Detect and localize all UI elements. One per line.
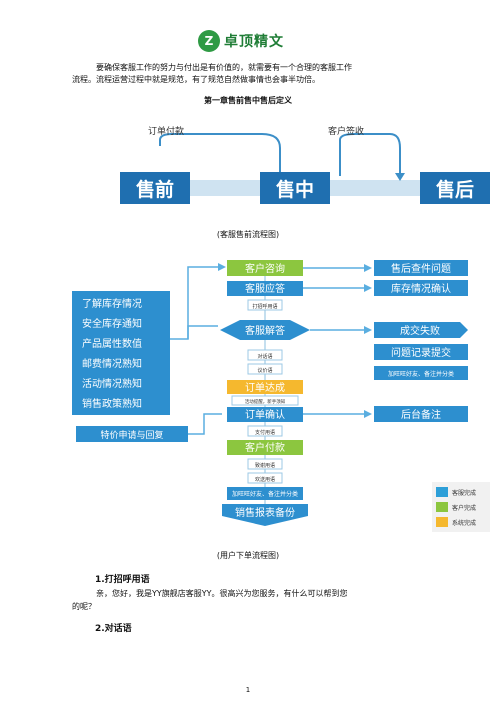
legend-label-system: 系统完成 [452,519,476,527]
step-order-confirm [227,407,303,422]
section-1-line-1: 亲，您好，我是YY旗舰店客服YY。很高兴为您服务，有什么可以帮到您 [96,589,348,598]
left-item-1: 了解库存情况 [82,297,142,310]
right-add-wangwang [374,366,468,380]
intro-line-2: 流程。流程运营过程中就是规范，有了规范自然做事情也会事半功倍。 [72,75,320,84]
tag-bargain-label: 议价语 [257,367,272,374]
tag-farewell [247,472,283,484]
phase-presale [120,172,190,204]
tag-promo-label: 活动提醒，新手须知 [245,398,286,405]
left-item-6: 销售政策熟知 [82,397,142,410]
phase-aftersale-label: 售后 [435,178,474,201]
step-service-solve [220,320,310,340]
step-order-promo-label: 订单达成 [245,382,285,394]
step-order-confirm-label: 订单确认 [245,408,285,421]
phase-insale [260,172,330,204]
right-backend-note-label: 后台备注 [401,408,441,421]
phase-diagram-caption: (客服售前流程图) [216,230,280,239]
section-1-title: 1.打招呼用语 [95,575,150,585]
right-aftersale-query [374,260,468,276]
step-service-solve-label: 客服解答 [245,324,285,337]
left-item-4: 邮费情况熟知 [82,357,142,370]
step-customer-consult-label: 客户咨询 [245,262,285,275]
right-stock-confirm-label: 库存情况确认 [391,282,451,295]
special-request-box [76,426,188,442]
right-issue-record-label: 问题记录提交 [391,346,451,359]
tag-bargain [247,363,283,375]
legend-swatch-service [436,487,448,497]
milestone-customer-signed: 客户签收 [328,125,364,137]
step-service-reply-label: 客服应答 [245,282,285,295]
right-deal-failed-label: 成交失败 [400,324,440,337]
phase-presale-label: 售前 [135,178,174,201]
section-2-title: 2.对话语 [95,624,132,634]
step-order-promo [227,380,303,394]
order-flow-diagram: 了解库存情况 安全库存通知 产品属性数值 邮费情况熟知 活动情况熟知 销售政策熟… [72,260,490,532]
logo-text: 卓顶精文 [224,34,284,50]
legend-swatch-system [436,517,448,527]
step-service-reply [227,281,303,296]
tag-talk [247,349,283,361]
tag-farewell-label: 欢送用语 [255,476,275,483]
tag-thanks [247,458,283,470]
right-aftersale-query-label: 售后查件问题 [391,262,451,275]
phase-insale-label: 售中 [275,178,314,201]
page-number: 1 [245,686,251,694]
legend-label-service: 客服完成 [452,489,476,497]
legend-swatch-customer [436,502,448,512]
right-stock-confirm [374,280,468,296]
step-customer-paid-label: 客户付款 [245,441,285,454]
right-add-wangwang-label: 加旺旺好友、备注并分类 [388,370,454,378]
step-add-wangwang-label: 加旺旺好友、备注并分类 [232,490,298,498]
left-item-5: 活动情况熟知 [82,377,142,390]
tag-talk-label: 对话语 [257,353,272,360]
step-sales-report [222,504,308,526]
phase-aftersale [420,172,490,204]
legend-label-customer: 客户完成 [452,504,476,512]
intro-line-1: 要确保客服工作的努力与付出是有价值的，就需要有一个合理的客服工作 [96,63,352,72]
tag-promo [231,395,299,406]
right-deal-failed [374,322,468,338]
special-request-label: 特价申请与回复 [100,429,163,441]
brand-logo: Z 卓顶精文 [198,30,284,52]
logo-mark: Z [198,30,220,52]
order-flow-caption: (用户下单流程图) [216,551,280,560]
tag-pay-label: 支付用语 [255,429,275,436]
tag-pay [247,425,283,437]
tag-greeting [247,299,283,311]
milestone-order-paid: 订单付款 [148,125,184,137]
step-customer-consult [227,260,303,276]
intro-paragraph: 要确保客服工作的努力与付出是有价值的，就需要有一个合理的客服工作 流程。流程运营… [72,62,432,86]
right-backend-note [374,406,468,422]
left-item-3: 产品属性数值 [82,337,142,350]
step-customer-paid [227,440,303,455]
left-item-2: 安全库存通知 [82,317,142,330]
tag-thanks-label: 致谢用语 [255,462,275,469]
section-1-body: 亲，您好，我是YY旗舰店客服YY。很高兴为您服务，有什么可以帮到您 的呢？ [72,587,442,613]
phase-diagram: 订单付款 客户签收 售前 售中 售后 [120,125,490,204]
right-issue-record [374,344,468,360]
left-knowledge-box [72,291,170,415]
step-sales-report-label: 销售报表备份 [235,506,295,519]
tag-greeting-label: 打招呼用语 [252,303,277,310]
section-1-line-2: 的呢？ [72,602,96,611]
step-add-wangwang [227,487,303,500]
chapter-title: 第一章售前售中售后定义 [204,96,292,105]
